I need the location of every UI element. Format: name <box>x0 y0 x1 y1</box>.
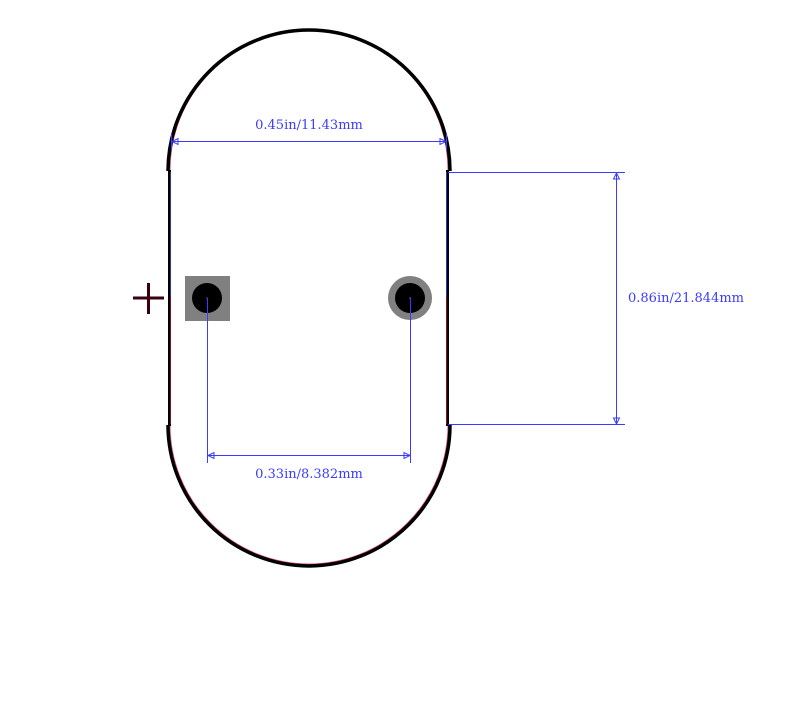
width-dimension-label: 0.45in/11.43mm <box>255 118 363 133</box>
body-outline-bottom <box>166 424 452 568</box>
width-dimension <box>170 133 448 150</box>
pitch-dimension-label: 0.33in/8.382mm <box>255 467 363 482</box>
polarity-plus-icon <box>133 283 164 314</box>
height-dimension-label: 0.86in/21.844mm <box>628 291 744 306</box>
pitch-dimension <box>206 298 412 463</box>
body-outline-top <box>166 28 452 172</box>
height-dimension <box>448 171 625 426</box>
